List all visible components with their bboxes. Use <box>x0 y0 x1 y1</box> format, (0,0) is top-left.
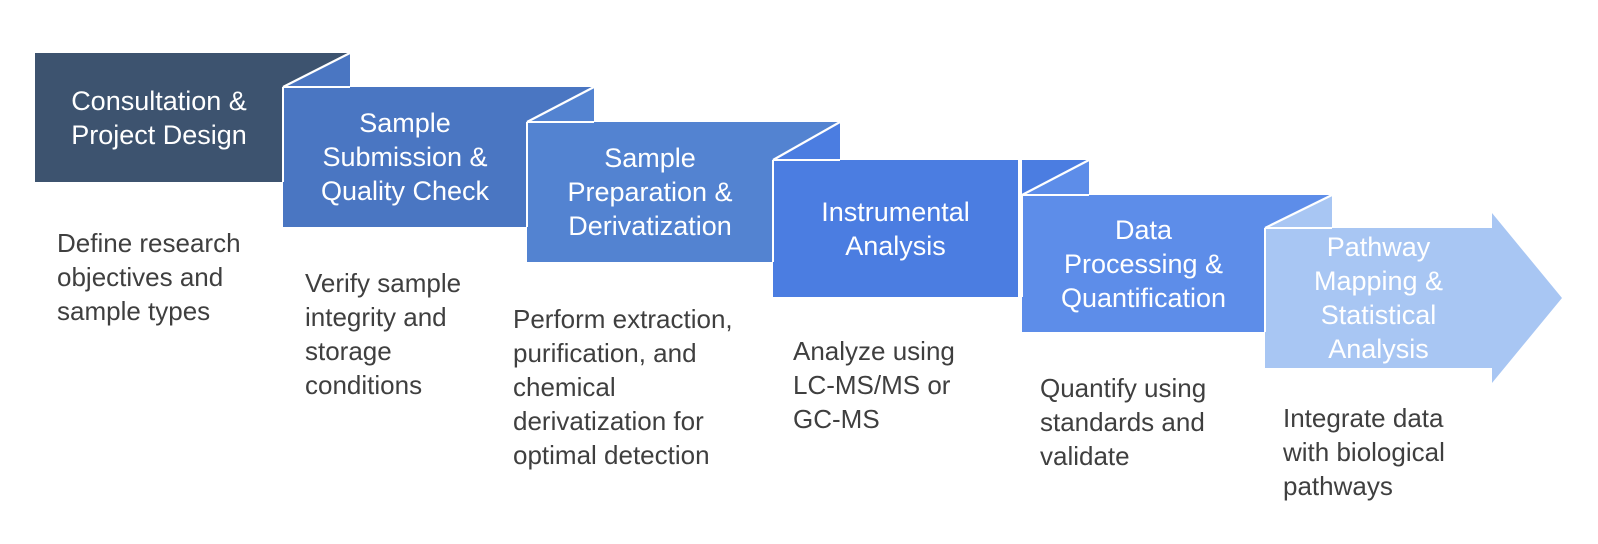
step-box-4 <box>773 160 1018 297</box>
step-description-2: Verify sample integrity and storage cond… <box>305 268 462 400</box>
fold-seam-diagonal <box>282 52 351 88</box>
step-shape-2 <box>282 52 527 227</box>
fold-seam-diagonal <box>526 86 595 123</box>
fold-seam-diagonal <box>1021 159 1090 196</box>
fold-seam-diagonal <box>1264 194 1333 229</box>
fold-seam-diagonal <box>772 121 841 161</box>
step-shape-6 <box>1264 194 1562 383</box>
step-description-1: Define research objectives and sample ty… <box>57 228 241 326</box>
arrow-shape <box>1265 213 1562 383</box>
step-box-3 <box>527 122 773 262</box>
step-box-5 <box>1022 195 1265 332</box>
step-description-5: Quantify using standards and validate <box>1040 373 1207 471</box>
step-box-2 <box>283 87 527 227</box>
step-description-6: Integrate data with biological pathways <box>1283 403 1445 501</box>
step-shape-4 <box>772 121 1018 297</box>
step-box-1 <box>35 53 283 182</box>
step-description-3: Perform extraction, purification, and ch… <box>513 304 733 470</box>
step-shape-1 <box>35 53 283 182</box>
step-shape-3 <box>526 86 773 262</box>
step-description-4: Analyze using LC-MS/MS or GC-MS <box>793 336 955 434</box>
step-shape-5 <box>1021 159 1265 332</box>
